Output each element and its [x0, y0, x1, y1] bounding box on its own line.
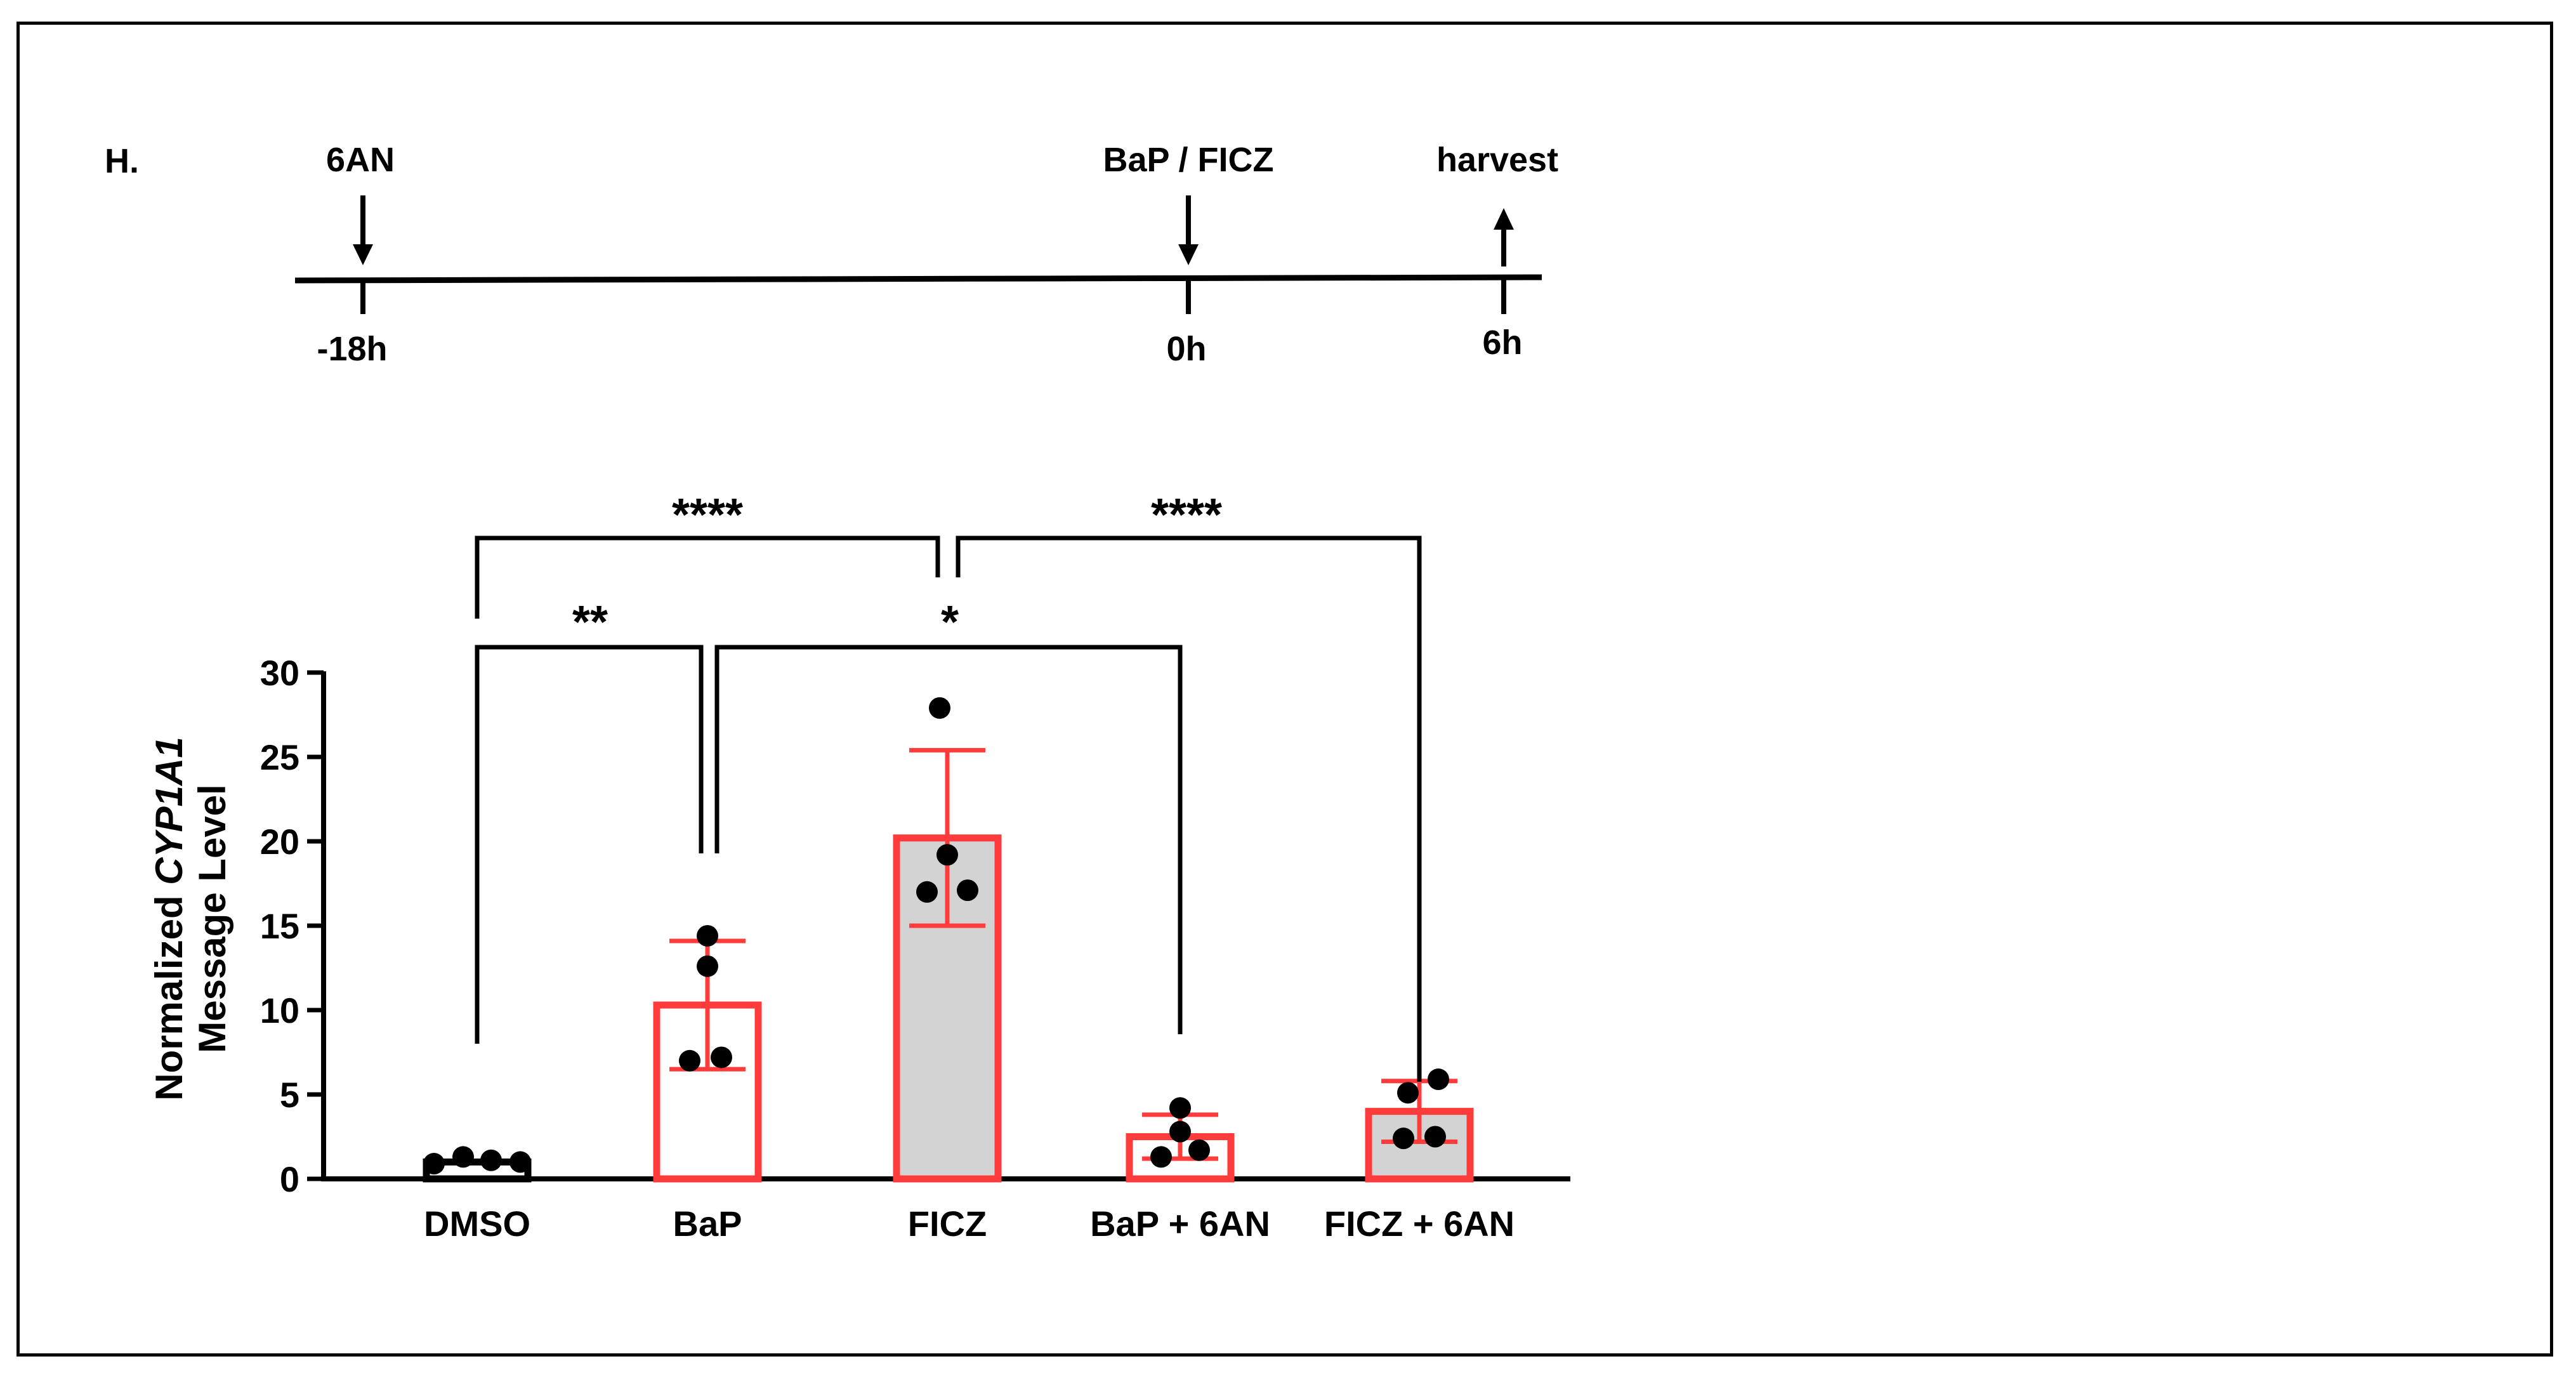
y-axis-label-gene: CYP1A1 — [148, 737, 190, 884]
data-point — [679, 1049, 700, 1072]
timeline-arrowhead-6an — [353, 244, 373, 265]
x-tick-label: BaP + 6AN — [1090, 1204, 1270, 1244]
data-point — [929, 697, 950, 719]
data-point — [916, 881, 938, 903]
data-point — [452, 1146, 474, 1168]
data-points — [423, 697, 1449, 1175]
data-point — [1169, 1120, 1191, 1143]
x-tick-labels: DMSO BaP FICZ BaP + 6AN FICZ + 6AN — [424, 1204, 1515, 1244]
timeline-event-label-bap-ficz: BaP / FICZ — [1103, 141, 1273, 179]
sig-dmso-bap-label: ** — [572, 597, 608, 648]
y-tick-label: 30 — [260, 653, 299, 693]
figure-frame — [16, 22, 2553, 1357]
error-bars — [669, 747, 1457, 1161]
y-axis-label-line1: Normalized CYP1A1 — [148, 737, 190, 1101]
timeline-event-label-harvest: harvest — [1436, 141, 1558, 179]
y-ticks: 0 5 10 15 20 25 30 — [260, 653, 324, 1199]
data-point — [1188, 1139, 1210, 1161]
sig-bap-bap6an-line — [714, 645, 1183, 1034]
sig-dmso-bap-line — [475, 645, 704, 1044]
sig-ficz-ficz6an-label: **** — [1151, 490, 1222, 541]
data-point — [1424, 1126, 1446, 1148]
data-point — [1428, 1068, 1449, 1091]
timeline-arrowhead-bap-ficz — [1178, 244, 1199, 265]
timeline-arrowhead-harvest — [1494, 208, 1514, 230]
y-tick-label: 5 — [280, 1075, 299, 1115]
data-point — [423, 1153, 445, 1175]
y-tick-label: 0 — [280, 1159, 299, 1199]
data-point — [1150, 1146, 1172, 1168]
y-tick-label: 10 — [260, 990, 299, 1030]
data-point — [957, 879, 978, 902]
x-tick-label: FICZ — [908, 1204, 987, 1244]
timeline: 6AN -18h BaP / FICZ 0h harvest 6h — [294, 141, 1558, 368]
bar-chart: Normalized CYP1A1 Message Level 0 5 10 15 20… — [148, 490, 1570, 1244]
timeline-time-harvest: 6h — [1482, 324, 1522, 362]
timeline-time-bap-ficz: 0h — [1166, 330, 1206, 368]
y-tick-label: 15 — [260, 906, 299, 946]
data-point — [936, 844, 958, 866]
timeline-time-6an: -18h — [317, 330, 387, 368]
data-point — [711, 1046, 732, 1068]
y-tick-label: 20 — [260, 822, 299, 862]
data-point — [509, 1151, 531, 1173]
data-point — [1397, 1082, 1419, 1104]
timeline-event-label-6an: 6AN — [326, 141, 395, 179]
significance-brackets: *********** — [475, 490, 1422, 1082]
data-point — [1169, 1097, 1191, 1119]
y-axis-label-prefix: Normalized — [148, 885, 190, 1101]
x-tick-label: DMSO — [424, 1204, 530, 1244]
y-axis-label: Normalized CYP1A1 Message Level — [148, 737, 233, 1101]
y-tick-label: 25 — [260, 737, 299, 777]
data-point — [697, 924, 718, 947]
data-point — [697, 955, 718, 977]
data-point — [480, 1149, 502, 1171]
sig-bap-bap6an-label: * — [941, 597, 959, 648]
sig-ficz-ficz6an-line — [956, 536, 1422, 1082]
x-tick-label: BaP — [673, 1204, 742, 1244]
sig-dmso-ficz-line — [475, 536, 940, 619]
sig-dmso-ficz-label: **** — [672, 490, 743, 541]
timeline-axis — [294, 274, 1542, 284]
x-tick-label: FICZ + 6AN — [1324, 1204, 1515, 1244]
data-point — [1393, 1127, 1414, 1150]
y-axis-label-line2: Message Level — [191, 784, 233, 1053]
panel-label: H. — [105, 142, 139, 180]
